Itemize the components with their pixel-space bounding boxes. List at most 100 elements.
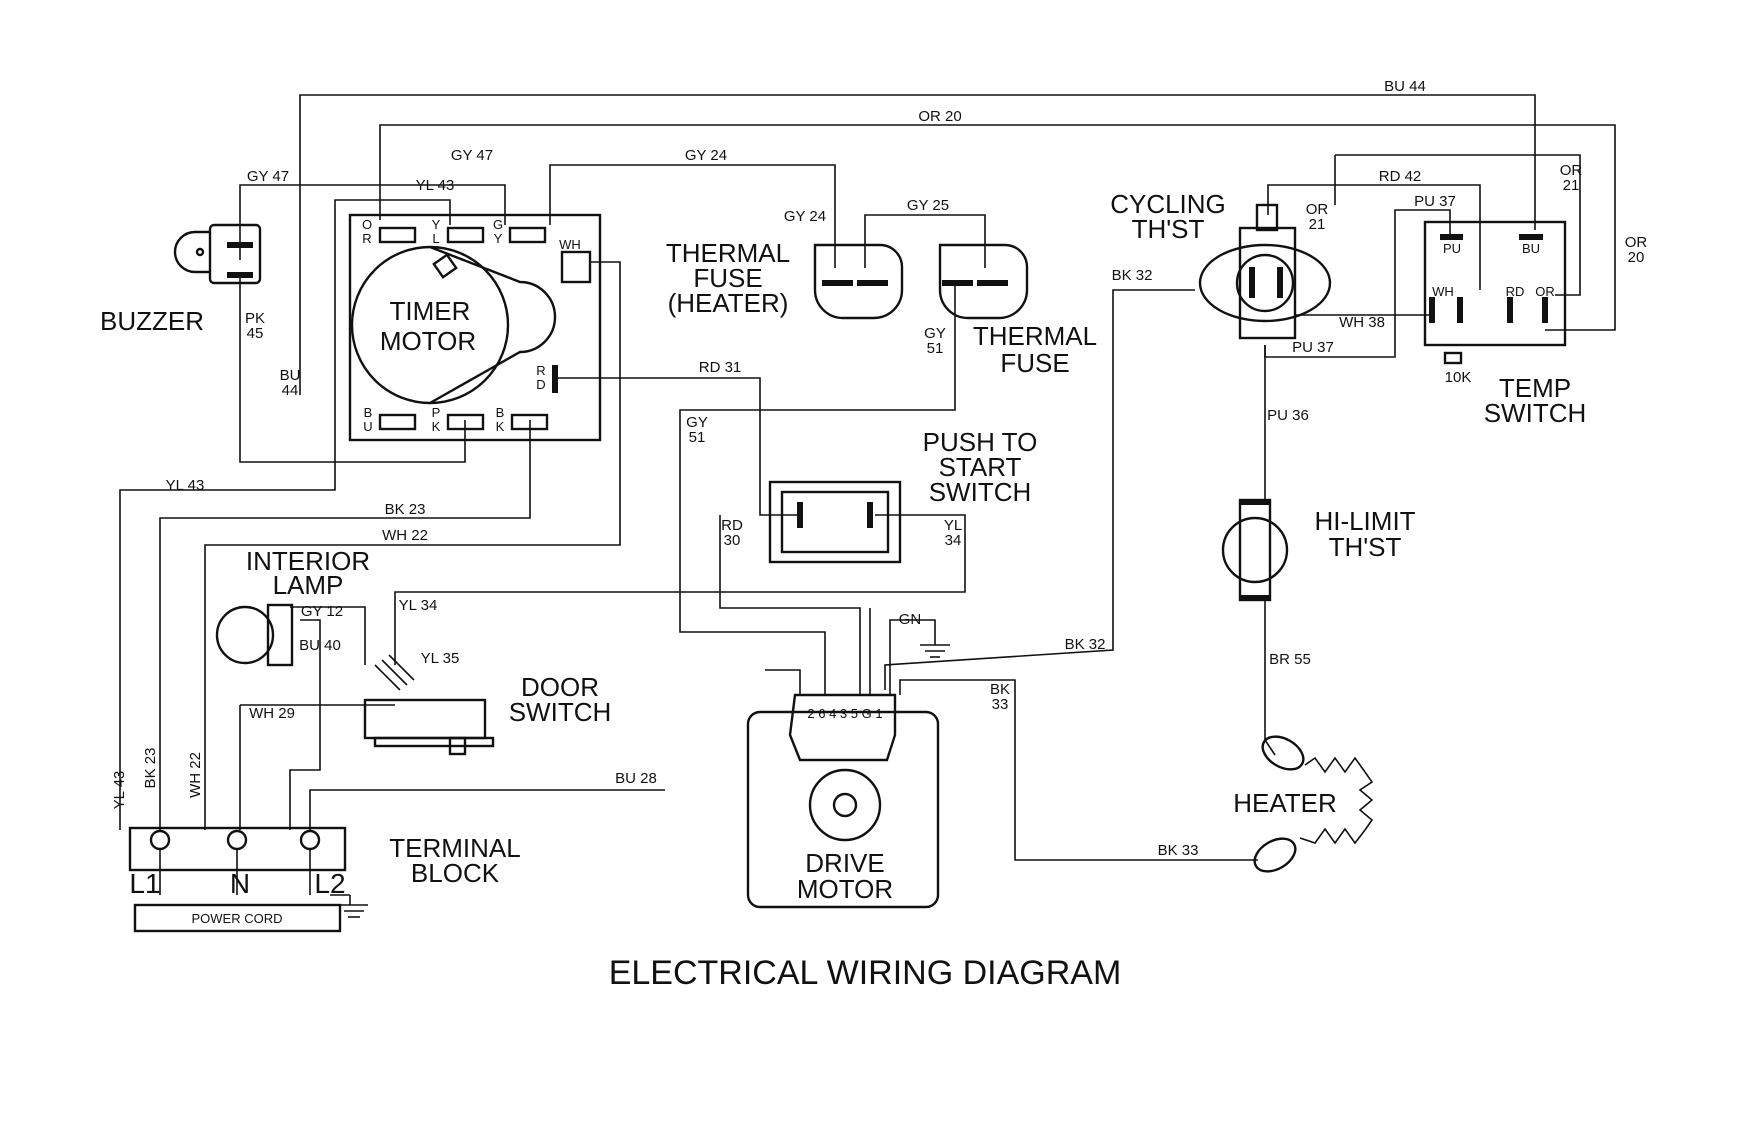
- hi-limit-label-2: TH'ST: [1329, 532, 1402, 562]
- temp-pin-bu: BU: [1522, 241, 1540, 256]
- wire-rd42: RD 42: [1379, 168, 1422, 185]
- wire-yl34-right-2: 34: [945, 532, 962, 549]
- terminal-l2-label: L2: [314, 868, 345, 899]
- wire-pu37-top: PU 37: [1414, 193, 1456, 210]
- wire-gy25: GY 25: [907, 197, 949, 214]
- temp-switch-label-2: SWITCH: [1484, 398, 1587, 428]
- timer-pin-or-1: O: [362, 217, 372, 232]
- timer-pin-rd-1: R: [536, 363, 545, 378]
- wire-pk45-1: PK: [245, 310, 265, 327]
- terminal-block-label-1: TERMINAL: [389, 833, 520, 863]
- interior-lamp: [215, 603, 294, 667]
- wire-or21-left-1: OR: [1306, 201, 1329, 218]
- wire-bk23-mid: BK 23: [385, 501, 426, 518]
- door-switch-label-2: SWITCH: [509, 697, 612, 727]
- push-to-start-label-1: PUSH TO: [923, 427, 1038, 457]
- buzzer-label: BUZZER: [100, 306, 204, 336]
- wire-bk33-bottom: BK 33: [1158, 842, 1199, 859]
- terminal-l1-label: L1: [129, 868, 160, 899]
- wire-gy47-left: GY 47: [247, 168, 289, 185]
- hi-limit-label-1: HI-LIMIT: [1314, 506, 1415, 536]
- timer-pin-pk-1: P: [432, 405, 441, 420]
- wire-or20-right-1: OR: [1625, 234, 1648, 251]
- timer-pin-pk-2: K: [432, 419, 441, 434]
- wire-gy51-mid-1: GY: [686, 414, 708, 431]
- door-switch-label-1: DOOR: [521, 672, 599, 702]
- hi-limit-thermostat: [1221, 498, 1289, 602]
- wire-gy51-fuse-2: 51: [927, 340, 944, 357]
- thermal-fuse-label-2: FUSE: [1000, 348, 1069, 378]
- drive-motor-label-2: MOTOR: [797, 874, 893, 904]
- ground-symbol-motor: [920, 644, 950, 658]
- cycling-thermostat-label-2: TH'ST: [1132, 214, 1205, 244]
- wire-rd30-1: RD: [721, 517, 743, 534]
- power-cord-label: POWER CORD: [192, 911, 283, 926]
- wire-or21-right-1: OR: [1560, 162, 1583, 179]
- interior-lamp-label-1: INTERIOR: [246, 546, 370, 576]
- wire-bk23-vertical: BK 23: [142, 748, 159, 789]
- timer-pin-yl-2: L: [432, 231, 439, 246]
- temp-pin-pu: PU: [1443, 241, 1461, 256]
- wire-wh29: WH 29: [249, 705, 295, 722]
- wire-rd30-2: 30: [724, 532, 741, 549]
- thermal-fuse: [938, 243, 1029, 320]
- terminal-n-label: N: [230, 868, 250, 899]
- timer-pin-gy-1: G: [493, 217, 503, 232]
- temp-pin-wh: WH: [1432, 284, 1454, 299]
- wire-bk32-bottom: BK 32: [1065, 636, 1106, 653]
- wire-pu36: PU 36: [1267, 407, 1309, 424]
- wire-yl34-left: YL 34: [399, 597, 438, 614]
- gn-label: GN: [899, 611, 922, 628]
- heater: [1253, 735, 1374, 873]
- timer-pin-gy-2: Y: [494, 231, 503, 246]
- wire-or21-right-2: 21: [1563, 177, 1580, 194]
- wire-pu37-bottom: PU 37: [1292, 339, 1334, 356]
- timer-motor-label-1: TIMER: [390, 296, 471, 326]
- temp-switch: [1423, 220, 1567, 365]
- drive-motor: [746, 693, 940, 909]
- diagram-title: ELECTRICAL WIRING DIAGRAM: [609, 954, 1122, 992]
- timer-pin-wh: WH: [559, 237, 581, 252]
- wire-bu44-top: BU 44: [1384, 78, 1426, 95]
- wire-gy51-mid-2: 51: [689, 429, 706, 446]
- wire-yl43-mid: YL 43: [166, 477, 205, 494]
- timer-pin-rd-2: D: [536, 377, 545, 392]
- wire-bk33-top-1: BK: [990, 681, 1010, 698]
- wire-wh22-mid: WH 22: [382, 527, 428, 544]
- thermal-fuse-heater: [813, 243, 904, 320]
- terminal-block-label-2: BLOCK: [411, 858, 500, 888]
- wire-br55: BR 55: [1269, 651, 1311, 668]
- thermal-fuse-label-1: THERMAL: [973, 321, 1097, 351]
- wires: [119, 94, 1616, 861]
- temp-pin-rd: RD: [1506, 284, 1525, 299]
- cycling-thermostat: [1198, 203, 1332, 340]
- timer-pin-or-2: R: [362, 231, 371, 246]
- wire-gy24-top: GY 24: [685, 147, 727, 164]
- wire-wh22-vertical: WH 22: [187, 752, 204, 798]
- wire-yl43-top: YL 43: [416, 177, 455, 194]
- interior-lamp-label-2: LAMP: [273, 570, 344, 600]
- wire-or20-top: OR 20: [918, 108, 961, 125]
- timer-pin-yl-1: Y: [432, 217, 441, 232]
- wire-gy51-fuse-1: GY: [924, 325, 946, 342]
- terminal-block: [128, 826, 368, 933]
- temp-switch-label-1: TEMP: [1499, 373, 1571, 403]
- wire-gy12: GY 12: [301, 603, 343, 620]
- wire-pk45-2: 45: [247, 325, 264, 342]
- door-switch: [363, 654, 495, 756]
- wire-bu40: BU 40: [299, 637, 341, 654]
- motor-pins-label: 2 6 4 3 5 G 1: [807, 706, 882, 721]
- wire-bu28: BU 28: [615, 770, 657, 787]
- wire-gy47-top: GY 47: [451, 147, 493, 164]
- drive-motor-label-1: DRIVE: [805, 848, 884, 878]
- wire-or21-left-2: 21: [1309, 216, 1326, 233]
- timer-pin-bu-2: U: [363, 419, 372, 434]
- timer-pin-bk-1: B: [496, 405, 505, 420]
- timer-pin-bk-2: K: [496, 419, 505, 434]
- timer-motor: [348, 213, 602, 442]
- cycling-thermostat-label-1: CYCLING: [1110, 189, 1226, 219]
- push-to-start-switch: [768, 480, 902, 564]
- wire-yl43-vertical: YL 43: [111, 771, 128, 810]
- wire-bu44-left-2: 44: [282, 382, 299, 399]
